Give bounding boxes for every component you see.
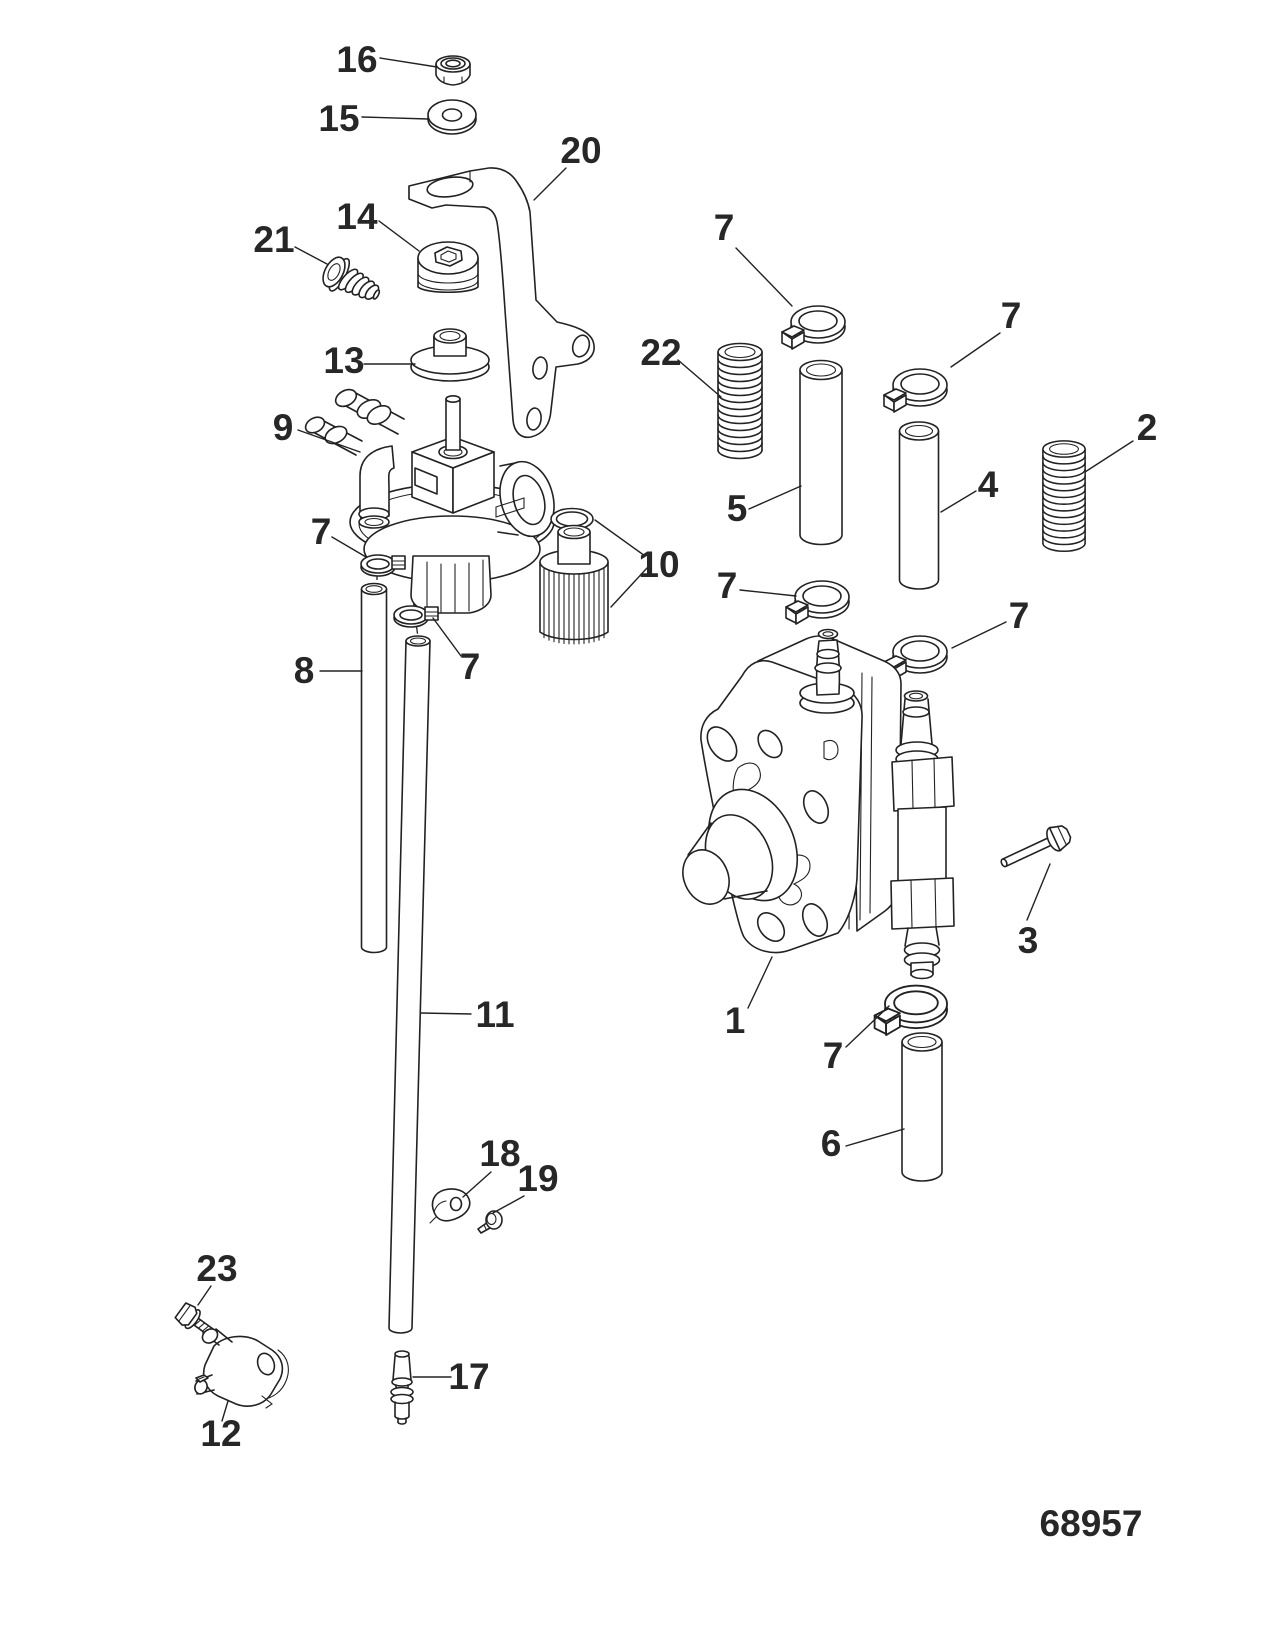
callout-7-5: 7 xyxy=(717,565,738,606)
pump-inline-fitting xyxy=(890,690,955,980)
callout-20: 20 xyxy=(560,130,601,171)
callout-23: 23 xyxy=(196,1248,237,1289)
callout-9: 9 xyxy=(273,407,294,448)
callout-2: 2 xyxy=(1137,407,1158,448)
part-hose-5 xyxy=(799,359,843,546)
callout-7-3: 7 xyxy=(311,511,332,552)
part-spring-2 xyxy=(1042,440,1086,553)
part-fuel-connector xyxy=(194,1328,289,1409)
callout-4: 4 xyxy=(978,464,999,505)
callout-3: 3 xyxy=(1018,920,1039,961)
drawing-number: 68957 xyxy=(1040,1503,1143,1544)
part-bushing xyxy=(410,328,490,382)
callout-1: 1 xyxy=(725,1000,746,1041)
part-clip-18 xyxy=(429,1188,471,1224)
part-washer xyxy=(427,99,477,135)
part-clamp-7d xyxy=(393,605,439,628)
callout-18: 18 xyxy=(479,1133,520,1174)
part-hose-6 xyxy=(901,1032,943,1182)
part-bracket xyxy=(408,167,595,439)
callout-5: 5 xyxy=(727,488,748,529)
callout-7-1: 7 xyxy=(714,207,735,248)
callout-7-6: 7 xyxy=(1009,595,1030,636)
callout-12: 12 xyxy=(200,1413,241,1454)
leader-lines xyxy=(197,57,1134,1422)
callout-19: 19 xyxy=(517,1158,558,1199)
callout-10: 10 xyxy=(638,544,679,585)
part-filter-element xyxy=(539,524,609,645)
callout-21: 21 xyxy=(253,219,294,260)
callout-7-4: 7 xyxy=(460,646,481,687)
part-grommet xyxy=(417,241,479,293)
callout-7-2: 7 xyxy=(1001,295,1022,336)
callout-11: 11 xyxy=(475,994,514,1035)
part-bolt-3 xyxy=(1000,825,1072,868)
part-clamp-7a xyxy=(781,305,846,350)
callout-7-7: 7 xyxy=(823,1035,844,1076)
part-spring-22 xyxy=(717,342,763,460)
part-locknut xyxy=(435,55,471,86)
callout-15: 15 xyxy=(318,98,359,139)
part-screw-21 xyxy=(322,256,381,300)
part-tube-11 xyxy=(388,635,431,1334)
callout-22: 22 xyxy=(640,332,681,373)
callout-labels: 16 15 20 14 21 13 9 22 7 7 5 4 2 10 7 7 … xyxy=(196,39,1157,1544)
part-clamp-7e xyxy=(785,580,850,625)
callout-6: 6 xyxy=(821,1123,842,1164)
part-tube-8 xyxy=(360,582,388,954)
part-fuel-valve-assembly xyxy=(304,388,555,614)
callout-16: 16 xyxy=(336,39,377,80)
callout-14: 14 xyxy=(336,196,378,237)
part-screw-19 xyxy=(477,1210,503,1234)
callout-8: 8 xyxy=(294,650,315,691)
callout-13: 13 xyxy=(323,340,364,381)
part-hose-4 xyxy=(898,421,940,590)
part-clamp-7b xyxy=(883,368,948,413)
part-fuel-pump xyxy=(682,628,955,980)
callout-17: 17 xyxy=(448,1356,489,1397)
part-fitting-17 xyxy=(390,1350,414,1425)
